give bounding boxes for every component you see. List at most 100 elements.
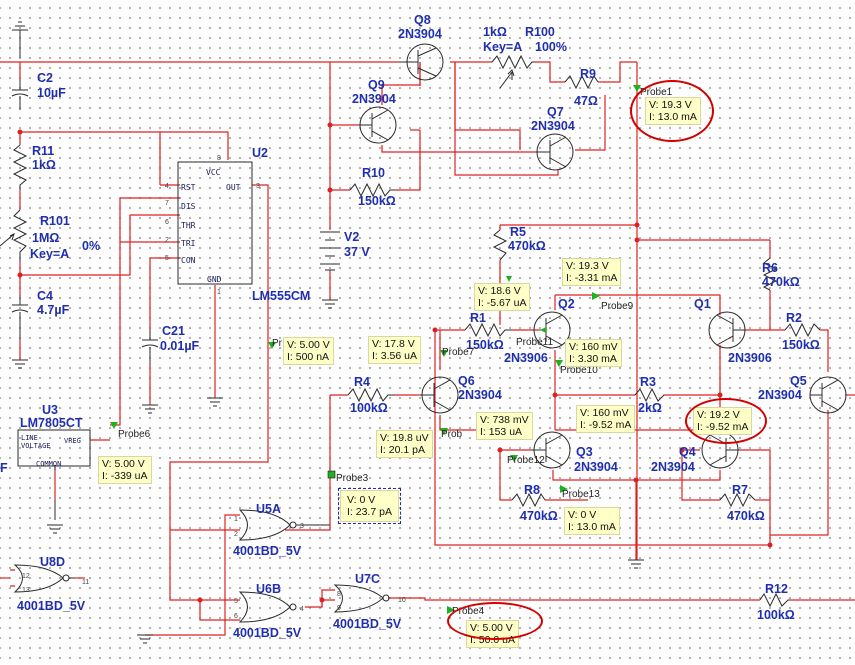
probe13-readout[interactable]: V: 0 V I: 13.0 mA xyxy=(564,507,620,535)
edge-letter: F xyxy=(0,461,8,475)
probe7-label[interactable]: Probe7 xyxy=(442,347,475,358)
probe-pr-label[interactable]: Pr xyxy=(272,338,282,349)
probe6-current: I: -339 uA xyxy=(102,470,148,482)
u5a-pin-1: 1 xyxy=(234,516,238,523)
r5-value: 470kΩ xyxy=(508,239,546,253)
probe-r3-readout[interactable]: V: 160 mV I: -9.52 mA xyxy=(576,405,636,433)
q6-part: 2N3904 xyxy=(458,388,502,402)
r7-ref: R7 xyxy=(732,483,748,497)
r101-key: Key=A xyxy=(30,247,70,261)
u3-part: LM7805CT xyxy=(20,416,83,430)
probe3-current: I: 23.7 pA xyxy=(347,506,392,518)
probe10-readout[interactable]: V: 160 mV I: 3.30 mA xyxy=(565,339,622,367)
q5-symbol xyxy=(809,376,847,414)
r100-percent: 100% xyxy=(535,40,567,54)
r101-ref: R101 xyxy=(40,214,70,228)
q3-symbol xyxy=(532,431,571,469)
probe11-readout[interactable]: V: 18.6 V I: -5.67 uA xyxy=(474,283,531,311)
probe7-readout[interactable]: V: 17.8 V I: 3.56 uA xyxy=(368,336,421,364)
u2-pin-out: OUT xyxy=(226,183,241,192)
u6b-part: 4001BD_5V xyxy=(233,626,302,640)
probe-markers xyxy=(110,85,641,614)
r11-value: 1kΩ xyxy=(32,158,56,172)
u3-pin-vreg: VREG xyxy=(64,437,81,445)
probe3-readout[interactable]: V: 0 V I: 23.7 pA xyxy=(338,488,401,524)
probe13-voltage: V: 0 V xyxy=(568,509,597,521)
q2-part: 2N3906 xyxy=(504,351,548,365)
probe12-label[interactable]: Probe12 xyxy=(507,455,545,466)
probe-pr-readout[interactable]: V: 5.00 V I: 500 nA xyxy=(283,337,334,365)
probe6-readout[interactable]: V: 5.00 V I: -339 uA xyxy=(98,456,152,484)
probe6-voltage: V: 5.00 V xyxy=(102,458,145,470)
u2-pin-dis: DIS xyxy=(181,202,196,211)
c21-value: 0.01µF xyxy=(160,339,200,353)
probe12-readout[interactable]: V: 19.8 uV I: 20.1 pA xyxy=(376,430,433,458)
highlight-ring-probe1 xyxy=(630,80,714,142)
q9-ref: Q9 xyxy=(368,78,385,92)
probe9-readout[interactable]: V: 19.3 V I: -3.31 mA xyxy=(562,258,622,286)
q8-ref: Q8 xyxy=(414,13,431,27)
u2-pinnum-gnd: 1 xyxy=(217,289,221,296)
probe-pr-current: I: 500 nA xyxy=(287,351,330,363)
r5-ref: R5 xyxy=(510,225,526,239)
u8d-ref: U8D xyxy=(40,555,66,569)
v2-value: 37 V xyxy=(344,245,370,259)
r3-value: 2kΩ xyxy=(638,401,662,415)
r2-value: 150kΩ xyxy=(782,338,820,352)
probe9-current: I: -3.31 mA xyxy=(566,272,618,284)
q1-part: 2N3906 xyxy=(728,351,772,365)
probe13-current: I: 13.0 mA xyxy=(568,521,616,533)
r100-value: 1kΩ xyxy=(483,25,507,39)
u3-ref: U3 xyxy=(42,403,58,417)
u2-pin-thr: THR xyxy=(181,221,196,230)
r12-ref: R12 xyxy=(765,582,788,596)
u2-pinnum-thr: 6 xyxy=(165,219,169,226)
probe3-voltage: V: 0 V xyxy=(347,494,376,506)
r8-value: 470kΩ xyxy=(520,509,558,523)
u7c-symbol xyxy=(333,584,390,613)
highlight-ring-q4 xyxy=(685,398,767,444)
u3-pin-line-voltage: LINE VOLTAGE xyxy=(21,434,51,450)
r10-value: 150kΩ xyxy=(358,194,396,208)
u2-pin-tri: TRI xyxy=(181,239,196,248)
probe-prob-label[interactable]: Prob xyxy=(441,429,463,440)
u2-pinnum-out: 3 xyxy=(256,183,260,190)
probe-prob-readout[interactable]: V: 738 mV I: 153 uA xyxy=(476,412,533,440)
probe-pr-voltage: V: 5.00 V xyxy=(287,339,330,351)
q1-symbol xyxy=(708,311,746,349)
probe10-voltage: V: 160 mV xyxy=(569,341,618,353)
u6b-pin-4: 4 xyxy=(300,606,304,613)
r8-ref: R8 xyxy=(524,483,540,497)
u7c-part: 4001BD_5V xyxy=(333,617,402,631)
v2-ref: V2 xyxy=(344,230,360,244)
u2-pin-gnd: GND xyxy=(207,275,222,284)
q4-ref: Q4 xyxy=(679,445,696,459)
u2-pinnum-vcc: 8 xyxy=(217,155,221,162)
q6-ref: Q6 xyxy=(458,374,475,388)
probe-r3-current: I: -9.52 mA xyxy=(580,419,632,431)
u2-pin-rst: RST xyxy=(181,183,196,192)
u5a-ref: U5A xyxy=(256,502,282,516)
probe10-current: I: 3.30 mA xyxy=(569,353,617,365)
u8d-pin-12: 12 xyxy=(22,573,30,580)
q7-part: 2N3904 xyxy=(531,119,575,133)
u2-pin-con: CON xyxy=(181,256,196,265)
probe10-label[interactable]: Probe10 xyxy=(560,365,598,376)
r100-key: Key=A xyxy=(483,40,523,54)
r6-value: 470kΩ xyxy=(762,275,800,289)
r100-ref: R100 xyxy=(525,25,555,39)
probe13-label[interactable]: Probe13 xyxy=(562,489,600,500)
u2-pinnum-con: 5 xyxy=(165,255,169,262)
probe11-label[interactable]: Probe11 xyxy=(516,337,554,348)
q6-symbol xyxy=(420,376,459,414)
junction-dots xyxy=(17,122,773,603)
u2-pinnum-dis: 7 xyxy=(165,200,169,207)
u5a-pin-3: 3 xyxy=(300,523,304,530)
probe9-label[interactable]: Probe9 xyxy=(601,301,634,312)
probe6-label[interactable]: Probe6 xyxy=(118,429,151,440)
probe3-label[interactable]: Probe3 xyxy=(336,473,369,484)
c2-value: 10µF xyxy=(37,86,66,100)
r3-ref: R3 xyxy=(640,375,656,389)
probe12-voltage: V: 19.8 uV xyxy=(380,432,429,444)
